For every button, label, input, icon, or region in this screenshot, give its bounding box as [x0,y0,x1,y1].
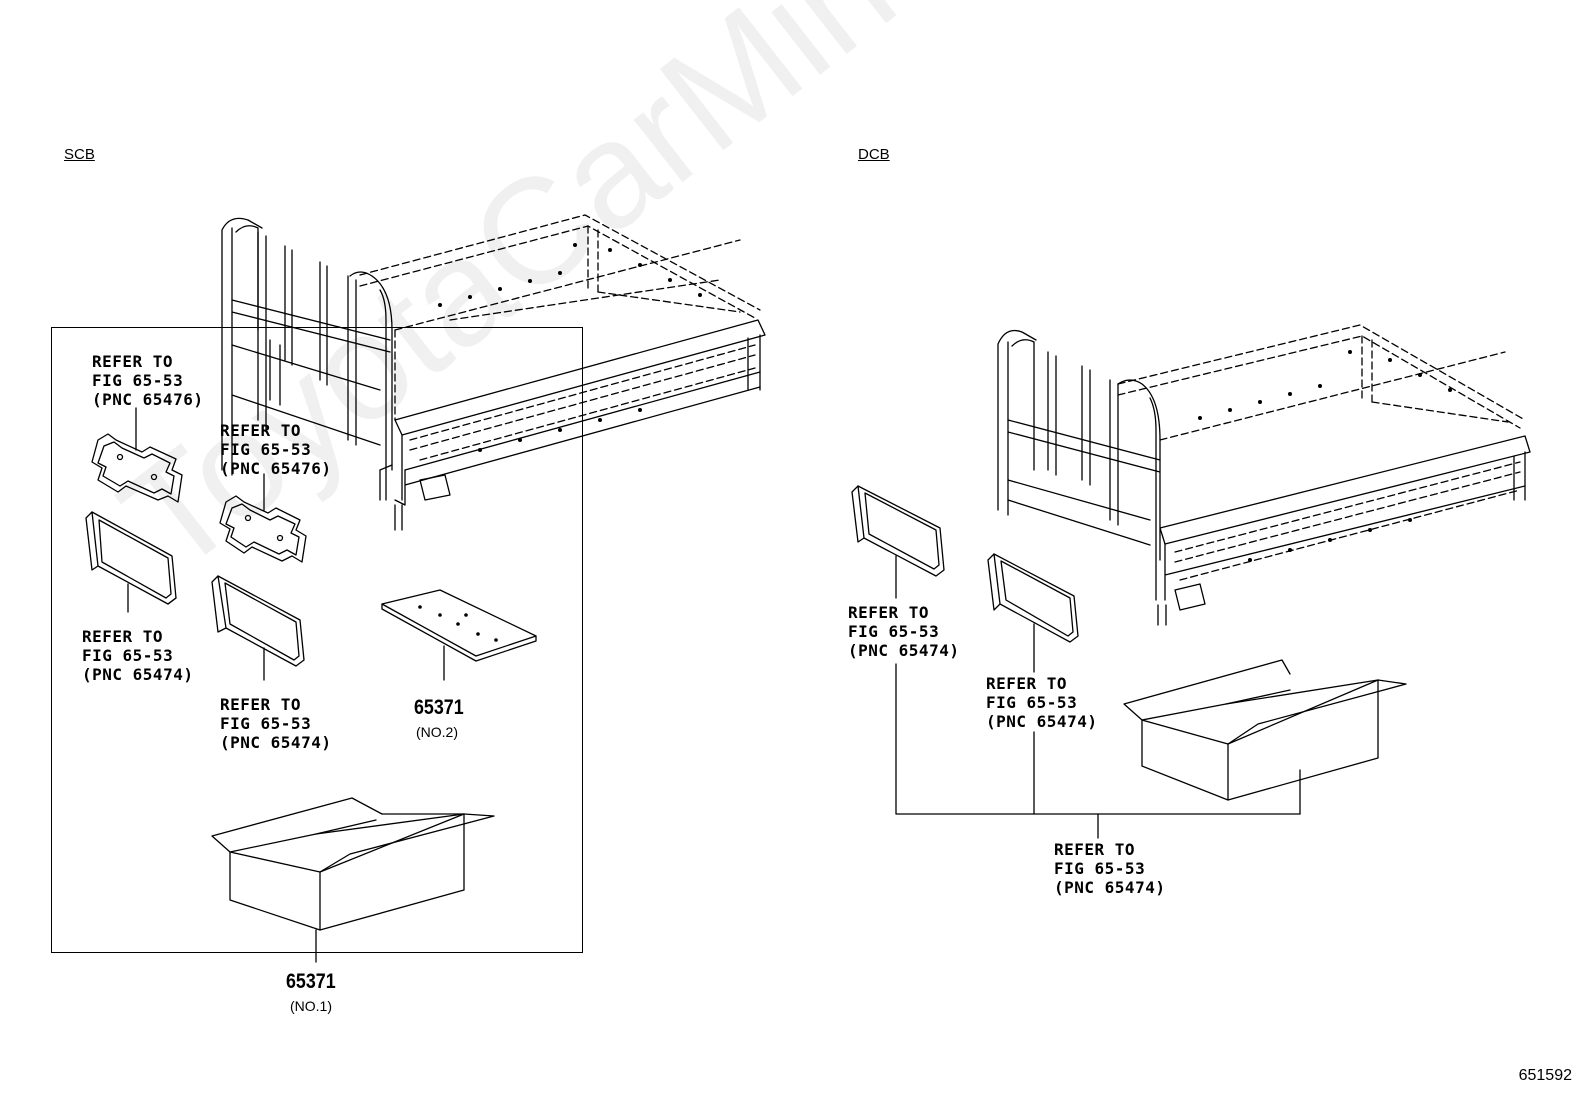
callout-dcb-ref-1[interactable]: REFER TO FIG 65-53 (PNC 65474) [848,603,960,660]
dcb-leader-bracket [895,663,1301,839]
part-number-65371-no1[interactable]: 65371 [286,970,336,993]
callout-scb-ref-1[interactable]: REFER TO FIG 65-53 (PNC 65476) [92,352,204,409]
dcb-gasket-65474-middle [987,553,1079,673]
section-label-scb: SCB [64,146,95,163]
callout-scb-ref-2[interactable]: REFER TO FIG 65-53 (PNC 65476) [220,421,332,478]
dcb-truck-bed-illustration [997,324,1531,626]
part-variant-no1: (NO.1) [290,998,332,1014]
scb-gasket-65476-right [219,473,307,563]
scb-gasket-65476-left [91,407,183,503]
dcb-box [1123,659,1407,815]
scb-gasket-65474-middle [211,575,305,681]
scb-gasket-65474-left [85,511,177,613]
callout-scb-ref-3[interactable]: REFER TO FIG 65-53 (PNC 65474) [82,627,194,684]
figure-number: 651592 [1518,1067,1572,1084]
scb-box-65371-no1 [211,797,495,963]
callout-dcb-ref-2[interactable]: REFER TO FIG 65-53 (PNC 65474) [986,674,1098,731]
section-label-dcb: DCB [858,146,890,163]
callout-scb-ref-4[interactable]: REFER TO FIG 65-53 (PNC 65474) [220,695,332,752]
scb-grouping-frame [51,327,583,953]
dcb-gasket-65474-left [851,485,945,599]
part-variant-no2: (NO.2) [416,724,458,740]
scb-plate-65371-no2 [381,589,537,681]
callout-dcb-ref-3[interactable]: REFER TO FIG 65-53 (PNC 65474) [1054,840,1166,897]
part-number-65371-no2[interactable]: 65371 [414,696,464,719]
